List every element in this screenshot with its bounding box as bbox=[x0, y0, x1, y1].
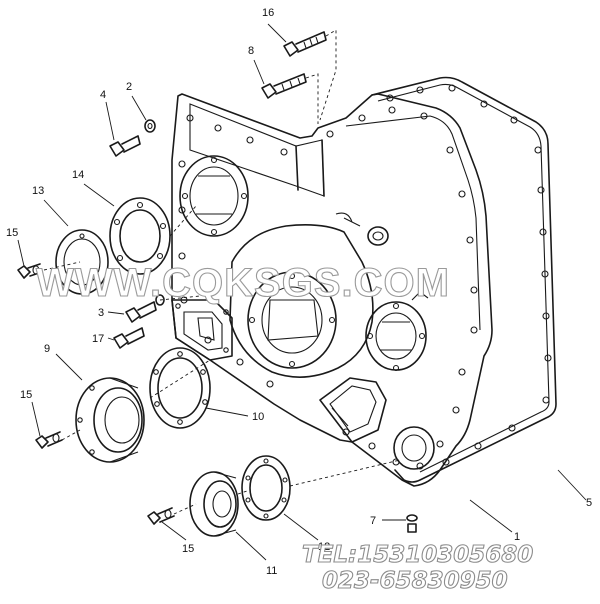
capscrew-15-middle bbox=[35, 431, 63, 449]
callout-15-upper: 15 bbox=[6, 227, 18, 239]
callout-12: 12 bbox=[318, 541, 330, 553]
gasket-10 bbox=[149, 347, 211, 429]
callout-5: 5 bbox=[586, 497, 592, 509]
capscrew-15-lower bbox=[147, 507, 175, 525]
leader-lines bbox=[17, 23, 587, 561]
gear-cover-gasket bbox=[371, 76, 557, 483]
lower-mount bbox=[319, 377, 387, 443]
washer-2 bbox=[144, 119, 156, 133]
callout-14: 14 bbox=[72, 169, 84, 181]
callout-10: 10 bbox=[252, 411, 264, 423]
watermark: WWW.CQKSGS.COM TEL:15310305680 023-65830… bbox=[35, 260, 533, 594]
callout-13: 13 bbox=[32, 185, 44, 197]
upper-bore bbox=[179, 155, 249, 237]
right-bore bbox=[365, 291, 429, 372]
cover-11 bbox=[189, 471, 239, 537]
gasket-12 bbox=[241, 455, 291, 521]
callout-2: 2 bbox=[126, 81, 132, 93]
callout-16: 16 bbox=[262, 7, 274, 19]
watermark-tel: TEL:15310305680 bbox=[302, 542, 533, 568]
seal-housing-9 bbox=[75, 377, 145, 463]
callout-8: 8 bbox=[248, 45, 254, 57]
callout-9: 9 bbox=[44, 343, 50, 355]
callout-15-middle: 15 bbox=[20, 389, 32, 401]
callout-11: 11 bbox=[266, 565, 277, 577]
bolt-8 bbox=[261, 73, 307, 99]
callout-1: 1 bbox=[514, 531, 520, 543]
assembly-axis-lines bbox=[43, 29, 401, 515]
callout-15-lower: 15 bbox=[182, 543, 194, 555]
callout-3: 3 bbox=[98, 307, 104, 319]
watermark-site: WWW.CQKSGS.COM bbox=[36, 261, 450, 305]
bolt-4 bbox=[109, 135, 141, 157]
cover-plate-13 bbox=[55, 229, 109, 295]
callout-17: 17 bbox=[92, 333, 104, 345]
callout-7: 7 bbox=[370, 515, 376, 527]
bolt-3 bbox=[125, 294, 165, 323]
callout-4: 4 bbox=[100, 89, 106, 101]
plug-7 bbox=[406, 514, 418, 533]
gear-cover-housing bbox=[171, 93, 493, 487]
callout-numbers: 16 8 4 2 14 13 15 3 17 9 15 10 5 7 1 12 … bbox=[6, 7, 592, 577]
bolt-17 bbox=[113, 327, 145, 349]
left-flange bbox=[171, 299, 233, 361]
capscrew-15-upper bbox=[17, 263, 43, 279]
lower-bore bbox=[393, 426, 435, 470]
watermark-phone: 023-65830950 bbox=[322, 568, 508, 594]
bolt-16 bbox=[283, 31, 327, 57]
center-boss bbox=[229, 212, 389, 378]
